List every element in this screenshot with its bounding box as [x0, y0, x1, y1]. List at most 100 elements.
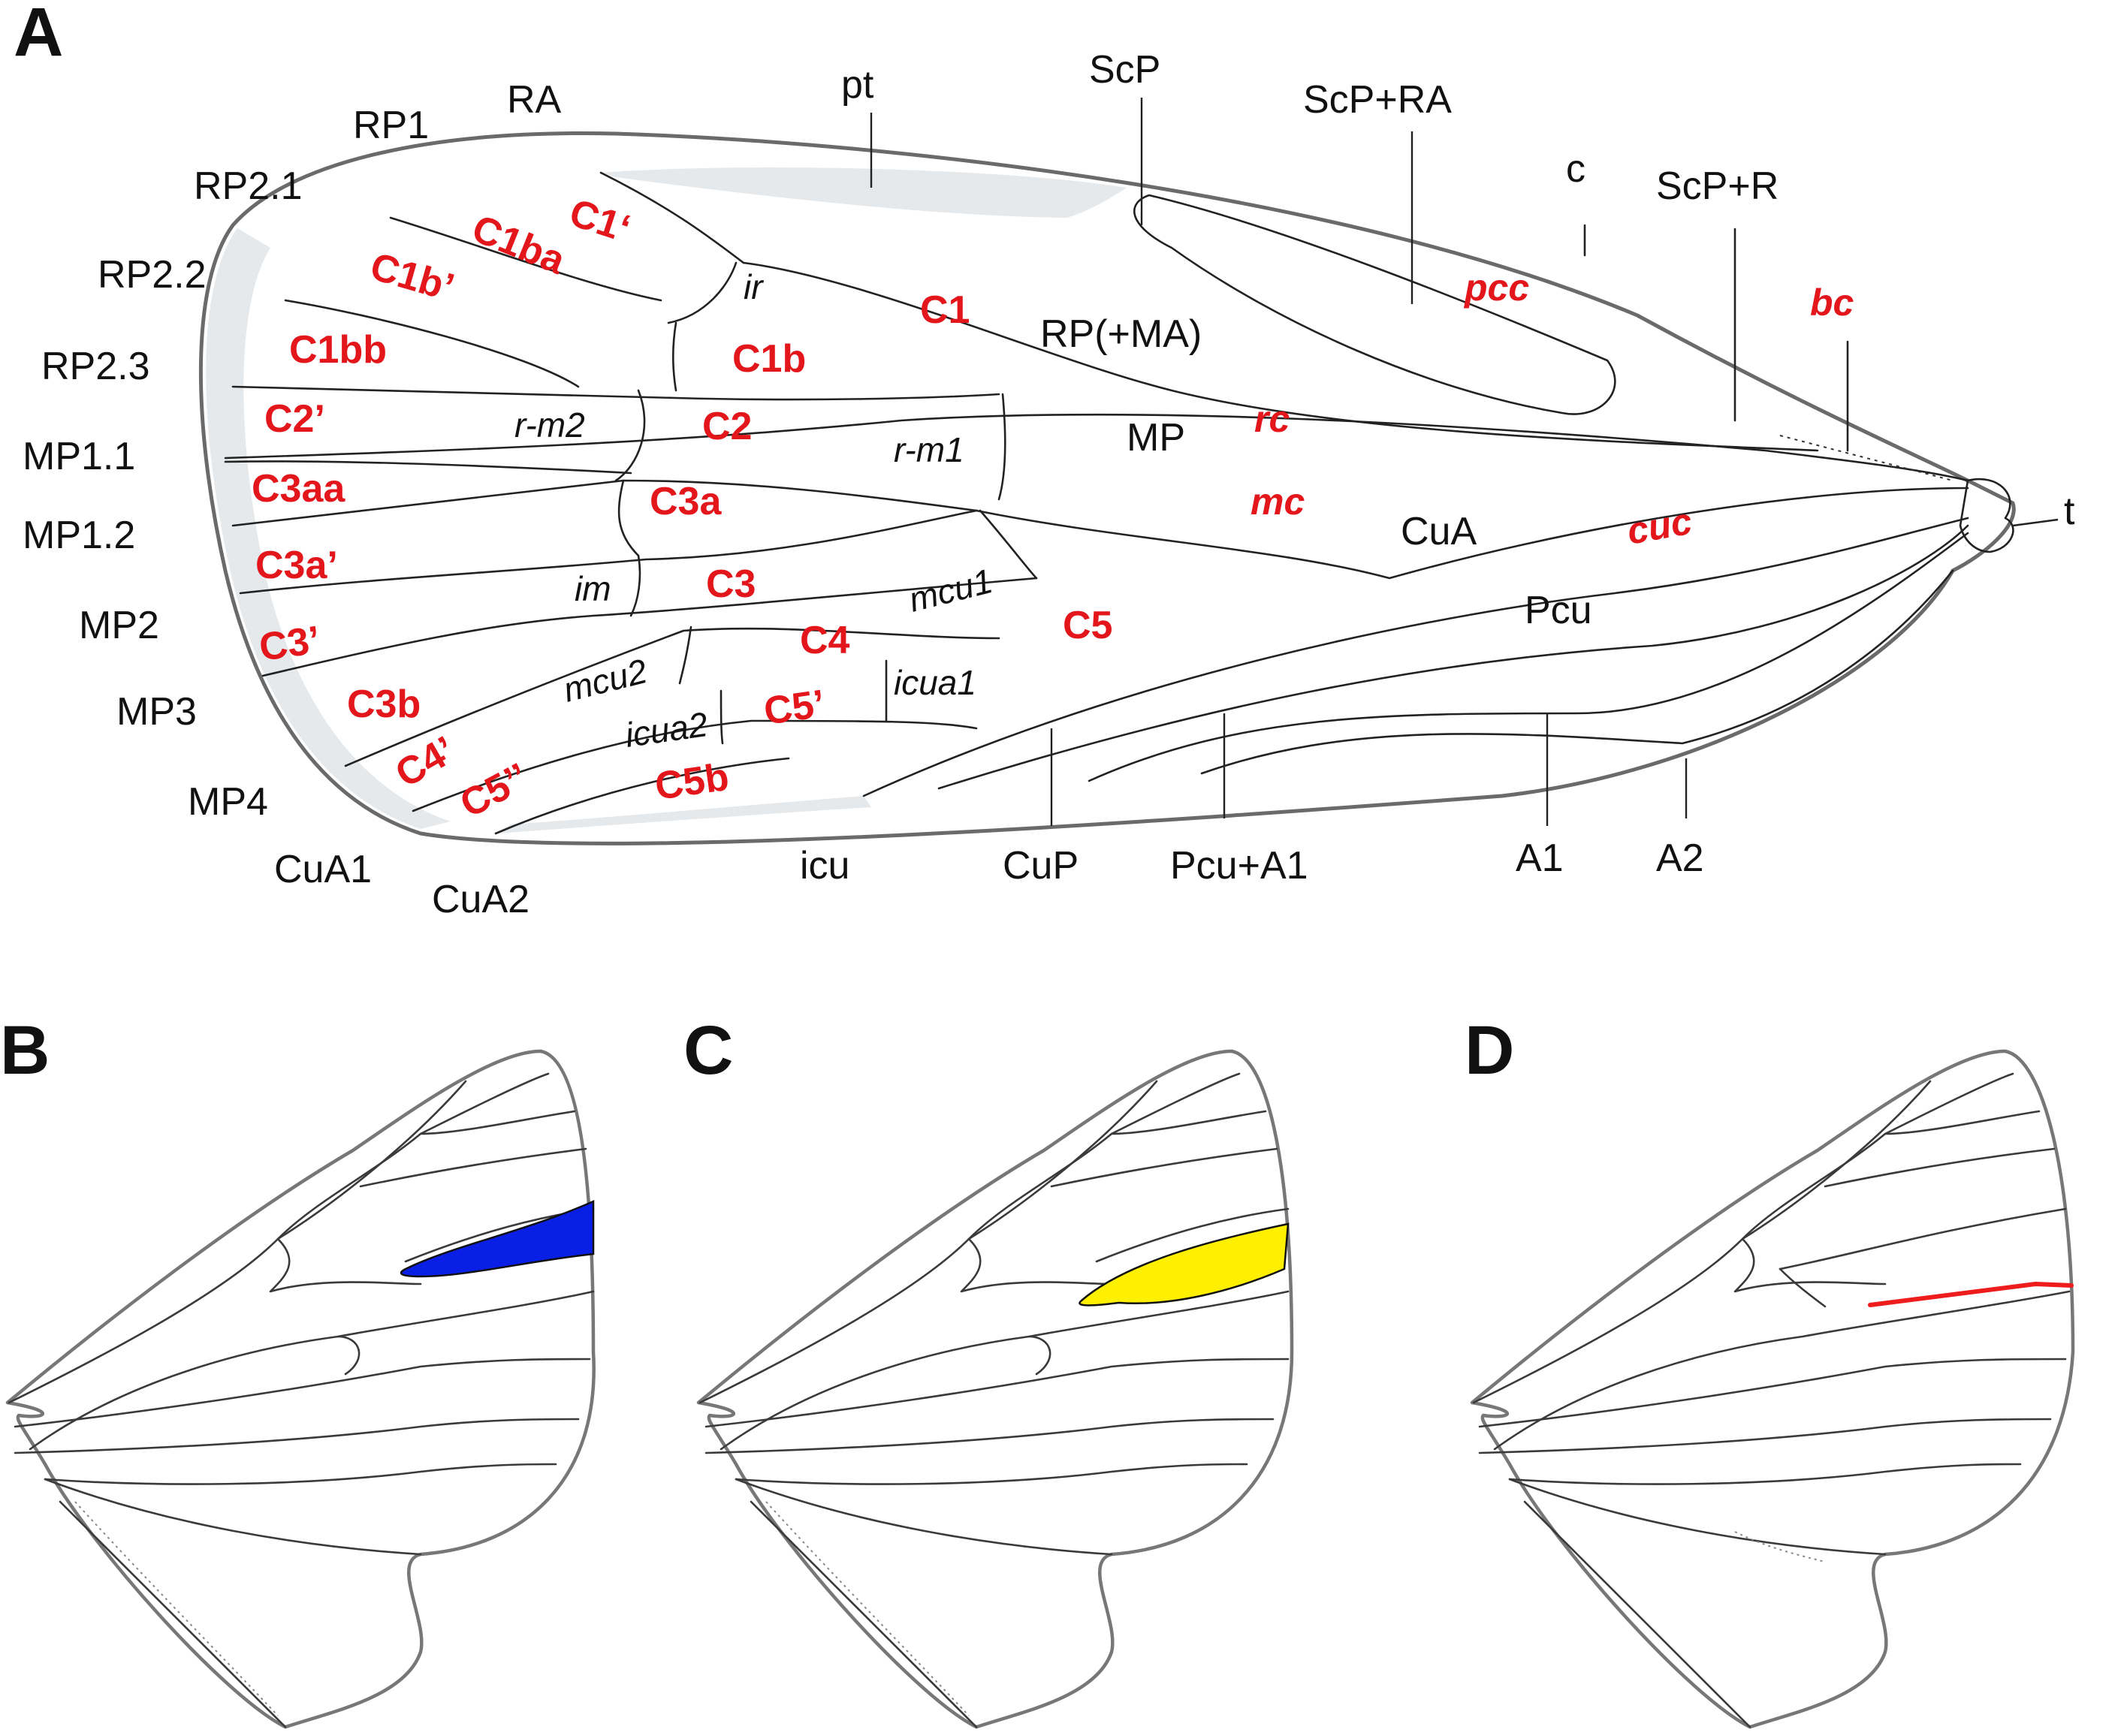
label-a1: A1	[1516, 836, 1564, 880]
label-r-m1: r-m1	[894, 430, 964, 469]
wing-b-dotted-fold	[74, 1501, 279, 1716]
wing-c-highlight-cell	[1079, 1222, 1290, 1307]
panel-b: B	[0, 1012, 596, 1729]
label-rp2-2: RP2.2	[98, 253, 207, 297]
apical-rim	[206, 228, 451, 829]
wing-d-outline	[1470, 1049, 2075, 1729]
vein-rp2-1	[389, 216, 662, 302]
cell-pcc: pcc	[1463, 267, 1529, 309]
wing-d-vein-5	[1824, 1147, 2056, 1188]
crossvein-mcu2	[678, 625, 692, 685]
wing-b-vein-13	[336, 1335, 361, 1376]
crossvein-r-m1	[997, 393, 1006, 501]
cell-c3: C3	[706, 562, 756, 606]
wing-b-vein-10	[44, 1463, 557, 1485]
wing-d-vein-10	[1508, 1463, 2022, 1485]
wing-c-vein-10	[735, 1463, 1248, 1485]
wing-b-vein-11	[44, 1478, 422, 1556]
label-scp-r: ScP+R	[1656, 164, 1779, 208]
tegula-icon	[1959, 478, 2014, 553]
panel-d: D	[1465, 1012, 2075, 1729]
label-cua2: CuA2	[432, 878, 529, 921]
wing-d-vein-4	[1884, 1110, 2041, 1135]
wing-c-vein-12	[750, 1500, 978, 1728]
crossvein-c1b	[671, 321, 677, 392]
vein-cua2	[494, 757, 790, 835]
vein-cua	[975, 487, 1969, 580]
label-im: im	[575, 569, 611, 608]
vein-mp4	[344, 627, 1000, 767]
wing-d-vein-13	[1779, 1267, 1827, 1308]
label-rp-ma: RP(+MA)	[1040, 312, 1202, 356]
label-pcu: Pcu	[1525, 589, 1592, 632]
vein-cup	[937, 524, 1969, 790]
wing-d-vein-11	[1508, 1478, 1887, 1556]
wing-c-vein-9	[704, 1418, 1275, 1454]
wing-b-vein-8	[14, 1358, 591, 1428]
label-c: c	[1566, 147, 1585, 191]
vein-scp-ra	[1133, 194, 1616, 415]
label-mp2: MP2	[79, 604, 159, 647]
label-r-m2: r-m2	[514, 405, 585, 445]
cell-c3aa: C3aa	[252, 467, 345, 511]
wing-c-vein-7	[720, 1290, 1290, 1451]
panel-a: A	[14, 0, 2075, 921]
cell-c4: C4	[800, 619, 850, 662]
vein-mp2	[239, 509, 978, 595]
vein-pcu	[862, 517, 1969, 797]
wing-d-highlight-vein	[1868, 1281, 2074, 1307]
label-ir: ir	[744, 267, 764, 306]
forewing-outline	[198, 131, 2016, 845]
wing-d-vein-12	[1523, 1500, 1751, 1728]
cell-c3a: C3a	[650, 480, 722, 523]
wing-d-vein-9	[1478, 1418, 2052, 1454]
label-mp1-1: MP1.1	[23, 435, 135, 478]
label-cup: CuP	[1003, 844, 1079, 888]
vein-mp3	[261, 577, 1038, 677]
cell-rc: rc	[1254, 398, 1290, 440]
panel-label-c: C	[683, 1012, 733, 1089]
panel-label-a: A	[14, 0, 63, 71]
vein-a1	[1088, 532, 1969, 782]
cell-c2: C2	[702, 405, 752, 448]
wing-c-vein-3	[960, 1237, 1113, 1293]
cell-c5b: C5b	[653, 755, 732, 809]
cell-c2-prime: C2’	[264, 397, 325, 441]
label-icua1: icua1	[894, 663, 976, 702]
label-mp1-2: MP1.2	[23, 514, 135, 557]
wing-c-vein-8	[704, 1358, 1290, 1428]
label-rp1: RP1	[353, 104, 429, 147]
vein-rp1	[599, 171, 745, 264]
label-ra: RA	[507, 78, 562, 122]
label-a2: A2	[1656, 836, 1704, 880]
wing-d-vein-8	[1478, 1358, 2067, 1428]
wing-b-vein-5	[359, 1147, 587, 1188]
panel-label-d: D	[1465, 1012, 1514, 1089]
cell-c5-prime: C5’	[762, 682, 828, 734]
label-scp: ScP	[1089, 48, 1160, 92]
wing-d-vein-3	[1733, 1237, 1887, 1293]
label-t: t	[2064, 490, 2075, 533]
label-mp: MP	[1127, 416, 1185, 460]
label-cua1: CuA1	[274, 848, 372, 891]
wing-b-vein-9	[14, 1418, 580, 1454]
wing-b-vein-3	[269, 1237, 422, 1293]
label-rp2-3: RP2.3	[41, 345, 150, 388]
wing-b-vein-12	[59, 1500, 287, 1728]
label-mp4: MP4	[188, 780, 268, 824]
wing-b-vein-7	[29, 1290, 595, 1451]
crossvein-r-m2	[614, 389, 646, 482]
leader-t	[2012, 518, 2059, 527]
wing-c-vein-4	[1110, 1110, 1267, 1135]
label-icu: icu	[800, 844, 849, 888]
wing-b-outline	[5, 1049, 596, 1729]
wing-c-dotted-fold	[765, 1501, 970, 1716]
wing-b-highlight-cell	[400, 1200, 595, 1278]
wing-c-vein-13	[1027, 1335, 1051, 1376]
wing-c-vein-6	[1095, 1207, 1290, 1263]
pterostigma	[601, 167, 1127, 218]
crossvein-c3	[617, 479, 640, 557]
vein-mp	[224, 413, 1969, 482]
cell-c1: C1	[920, 288, 970, 332]
